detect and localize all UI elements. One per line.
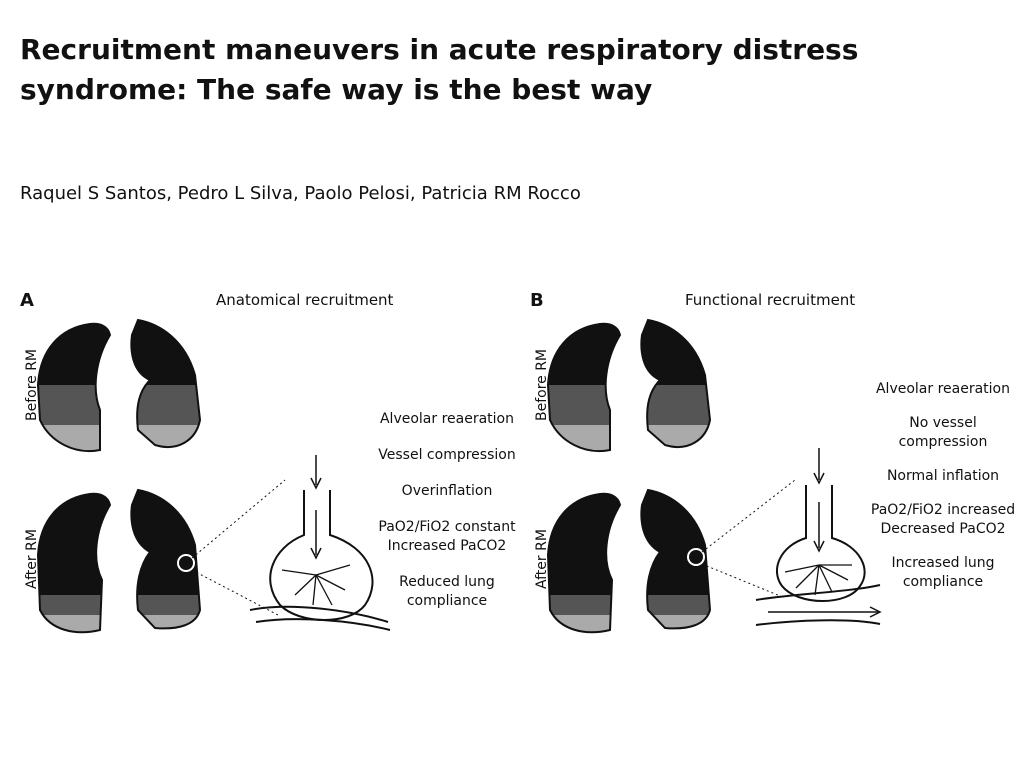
panel-letter: B [530, 290, 544, 311]
author-list: Raquel S Santos, Pedro L Silva, Paolo Pe… [20, 183, 581, 204]
before-rm-label: Before RM [534, 348, 550, 422]
after-rm-label: After RM [534, 529, 550, 589]
panel-b-illustration [546, 318, 882, 634]
effect-item: Reduced lung compliance [399, 574, 495, 609]
figure-panel-b: B Functional recruitment Before RM After… [530, 280, 1024, 680]
panel-title: Anatomical recruitment [216, 291, 394, 309]
panel-letter: A [20, 290, 34, 311]
alveolus-normal [755, 448, 882, 626]
effect-item: Decreased PaCO2 [880, 521, 1006, 537]
effect-item: Overinflation [401, 483, 493, 499]
effect-item: Increased lung compliance [891, 555, 995, 590]
panel-a-illustration [36, 318, 391, 634]
effect-item: PaO2/FiO2 constant [378, 519, 516, 535]
effect-item: Alveolar reaeration [875, 381, 1010, 397]
effect-item: Normal inflation [886, 468, 1000, 484]
effect-item: PaO2/FiO2 increased [870, 502, 1016, 518]
figure-panel-a: A Anatomical recruitment Before RM After… [20, 280, 520, 680]
before-rm-label: Before RM [24, 348, 40, 422]
effect-item: Alveolar reaeration [379, 411, 514, 427]
after-rm-label: After RM [24, 529, 40, 589]
zoom-circle [687, 548, 705, 566]
effect-item: No vessel compression [898, 415, 988, 450]
alveolus-overinflated [249, 455, 391, 631]
panel-title: Functional recruitment [685, 291, 856, 309]
effect-item: Vessel compression [378, 447, 516, 463]
zoom-circle [177, 554, 195, 572]
lungs-before-rm [36, 318, 202, 453]
effect-item: Increased PaCO2 [387, 538, 507, 554]
lungs-after-rm [36, 488, 202, 634]
paper-title: Recruitment maneuvers in acute respirato… [20, 33, 859, 106]
effects-list: Alveolar reaeration No vessel compressio… [868, 380, 1018, 607]
lungs-after-rm [546, 488, 712, 634]
lungs-before-rm [546, 318, 712, 453]
effects-list: Alveolar reaeration Vessel compression O… [372, 410, 522, 628]
